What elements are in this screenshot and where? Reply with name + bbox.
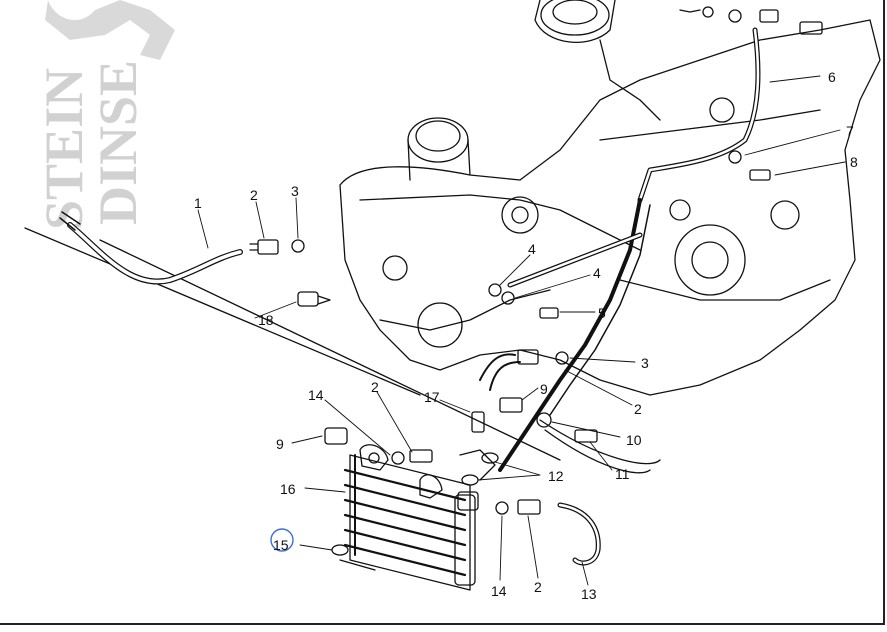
callout-11: 11 bbox=[615, 466, 630, 482]
callout-2c: 2 bbox=[371, 379, 379, 395]
rear-cylinder bbox=[534, 0, 661, 121]
nut-9 bbox=[324, 427, 348, 445]
case-boss-upper bbox=[501, 196, 539, 234]
callout-9b: 9 bbox=[276, 436, 284, 452]
callout-2d: 2 bbox=[534, 579, 542, 595]
alternator-cover bbox=[674, 224, 746, 296]
washer-14 bbox=[391, 451, 405, 465]
callout-2b: 2 bbox=[634, 401, 642, 417]
case-plug bbox=[382, 255, 408, 281]
oil-filter-boss bbox=[417, 302, 463, 348]
bolt-8 bbox=[749, 169, 771, 181]
washer-14b bbox=[495, 501, 509, 515]
callout-14a: 14 bbox=[308, 387, 324, 403]
case-foot bbox=[539, 419, 661, 474]
callout-10: 10 bbox=[626, 432, 642, 448]
callout-7: 7 bbox=[846, 123, 854, 139]
cooler-bracket bbox=[359, 444, 443, 499]
washer-7 bbox=[728, 150, 742, 164]
callout-2: 2 bbox=[250, 187, 258, 203]
watermark-line2: DINSE bbox=[88, 60, 148, 225]
callout-5: 5 bbox=[598, 305, 606, 321]
callout-1: 1 bbox=[194, 195, 202, 211]
front-cylinder bbox=[407, 117, 471, 181]
callout-9a: 9 bbox=[540, 381, 548, 397]
callout-16: 16 bbox=[280, 481, 296, 497]
washer-4b bbox=[501, 291, 515, 305]
output-shaft bbox=[770, 200, 800, 230]
sealing-washer-3 bbox=[291, 239, 305, 253]
oil-hose-6 bbox=[637, 27, 761, 203]
oil-cooler-16 bbox=[343, 454, 476, 591]
watermark-line1: STEIN bbox=[34, 68, 94, 230]
banjo-bolt-2 bbox=[409, 449, 433, 463]
callout-4b: 4 bbox=[593, 265, 601, 281]
bolt-18 bbox=[297, 291, 331, 307]
callout-8: 8 bbox=[850, 154, 858, 170]
fitting-17 bbox=[471, 411, 485, 433]
callout-12: 12 bbox=[548, 468, 564, 484]
highlight-ring[interactable] bbox=[270, 528, 294, 552]
callout-4a: 4 bbox=[528, 241, 536, 257]
elbow-fitting bbox=[479, 349, 569, 391]
washer-4a bbox=[488, 283, 502, 297]
callout-15: 15 bbox=[273, 537, 289, 553]
callout-6: 6 bbox=[828, 69, 836, 85]
callout-3b: 3 bbox=[641, 355, 649, 371]
oil-pipe-central bbox=[498, 198, 651, 472]
watermark-logo-icon bbox=[45, 0, 175, 60]
leader-lines bbox=[197, 75, 846, 586]
callout-17: 17 bbox=[424, 389, 440, 405]
o-ring-12 bbox=[459, 449, 496, 481]
callout-18: 18 bbox=[258, 312, 274, 328]
banjo-fitting-2 bbox=[249, 239, 279, 255]
oil-hose-1 bbox=[59, 211, 243, 285]
bolt-5 bbox=[539, 307, 559, 319]
callout-14b: 14 bbox=[491, 583, 507, 599]
callout-13: 13 bbox=[581, 586, 597, 602]
callout-3: 3 bbox=[291, 183, 299, 199]
cooler-inlet bbox=[457, 491, 479, 511]
union-fitting-9 bbox=[499, 397, 598, 443]
banjo-bolt-2b bbox=[517, 499, 541, 515]
watermark: STEIN DINSE bbox=[34, 0, 175, 230]
top-banjo-bolts bbox=[679, 6, 823, 35]
